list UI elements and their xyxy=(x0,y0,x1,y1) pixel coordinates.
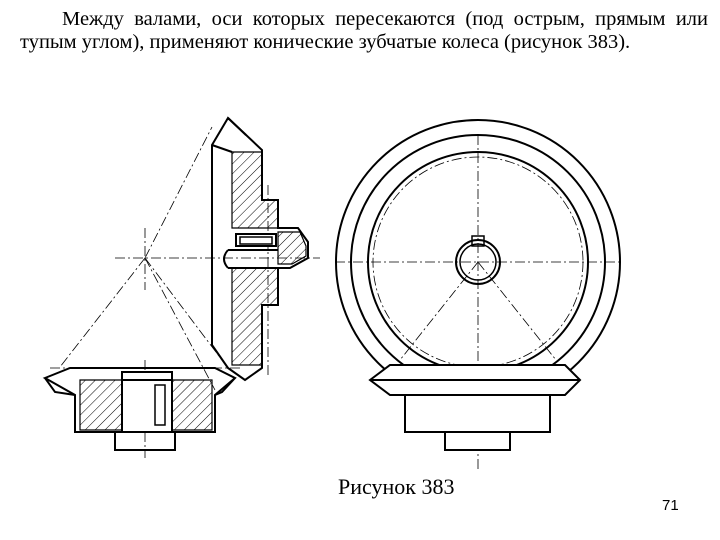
horizontal-bevel-gear xyxy=(42,367,237,451)
side-view-base xyxy=(368,364,582,451)
figure-caption: Рисунок 383 xyxy=(338,474,455,499)
hub-bore xyxy=(455,239,501,285)
gear-side-view xyxy=(335,119,621,470)
page-number: 71 xyxy=(662,497,679,514)
keyway xyxy=(471,235,485,247)
vertical-bevel-gear xyxy=(211,116,309,382)
gear-pair-section-view xyxy=(42,116,320,458)
body-paragraph: Между валами, оси которых пересекаются (… xyxy=(20,8,708,53)
